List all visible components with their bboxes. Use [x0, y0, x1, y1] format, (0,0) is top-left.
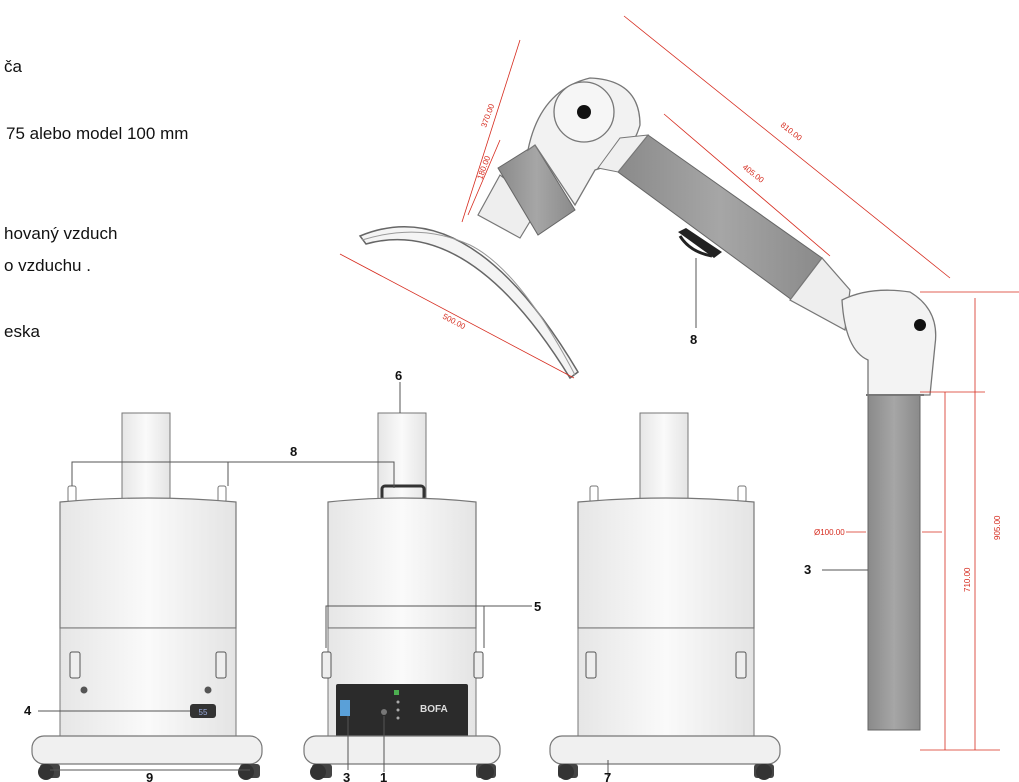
dimension-370: 370.00: [479, 102, 496, 129]
callout-leaders: [38, 258, 868, 776]
callout-3-pipe: 3: [804, 562, 811, 577]
text-line-4: o vzduchu .: [4, 256, 91, 275]
arm-handle: [678, 228, 722, 258]
callout-1: 1: [380, 770, 387, 782]
callout-8-arm: 8: [690, 332, 697, 347]
power-switch: [340, 700, 350, 716]
control-panel: [336, 684, 468, 740]
text-line-5: eska: [4, 322, 40, 341]
callout-7: 7: [604, 770, 611, 782]
callout-3-front: 3: [343, 770, 350, 782]
dimension-810: 810.00: [779, 120, 804, 142]
callout-5: 5: [534, 599, 541, 614]
dimension-diameter: Ø100.00: [814, 528, 845, 537]
arm-dimensions: [339, 15, 1019, 751]
vertical-pipe: [867, 394, 921, 731]
dimension-905: 905.00: [993, 515, 1002, 540]
extraction-arm: [358, 77, 937, 731]
upper-arm-hose: [617, 134, 823, 301]
unit-front: BOFA: [303, 412, 501, 780]
shoulder-joint: [841, 289, 937, 396]
callout-6: 6: [395, 368, 402, 383]
text-line-1: ča: [4, 57, 22, 76]
dimension-180: 180.00: [475, 154, 492, 181]
callout-9: 9: [146, 770, 153, 782]
side-display-value: 55: [199, 708, 208, 717]
text-line-2: 75 alebo model 100 mm: [6, 124, 189, 143]
brand-logo: BOFA: [420, 704, 448, 715]
unit-side-left: 55: [31, 412, 263, 780]
extraction-hood: [358, 226, 579, 380]
unit-rear: [549, 412, 781, 780]
callout-8-top: 8: [290, 444, 297, 459]
dimension-405: 405.00: [741, 162, 766, 184]
side-display: [190, 704, 216, 718]
dimension-710: 710.00: [963, 567, 972, 592]
text-line-3: hovaný vzduch: [4, 224, 118, 243]
callout-4: 4: [24, 703, 32, 718]
lower-arm-hose: [497, 144, 576, 236]
